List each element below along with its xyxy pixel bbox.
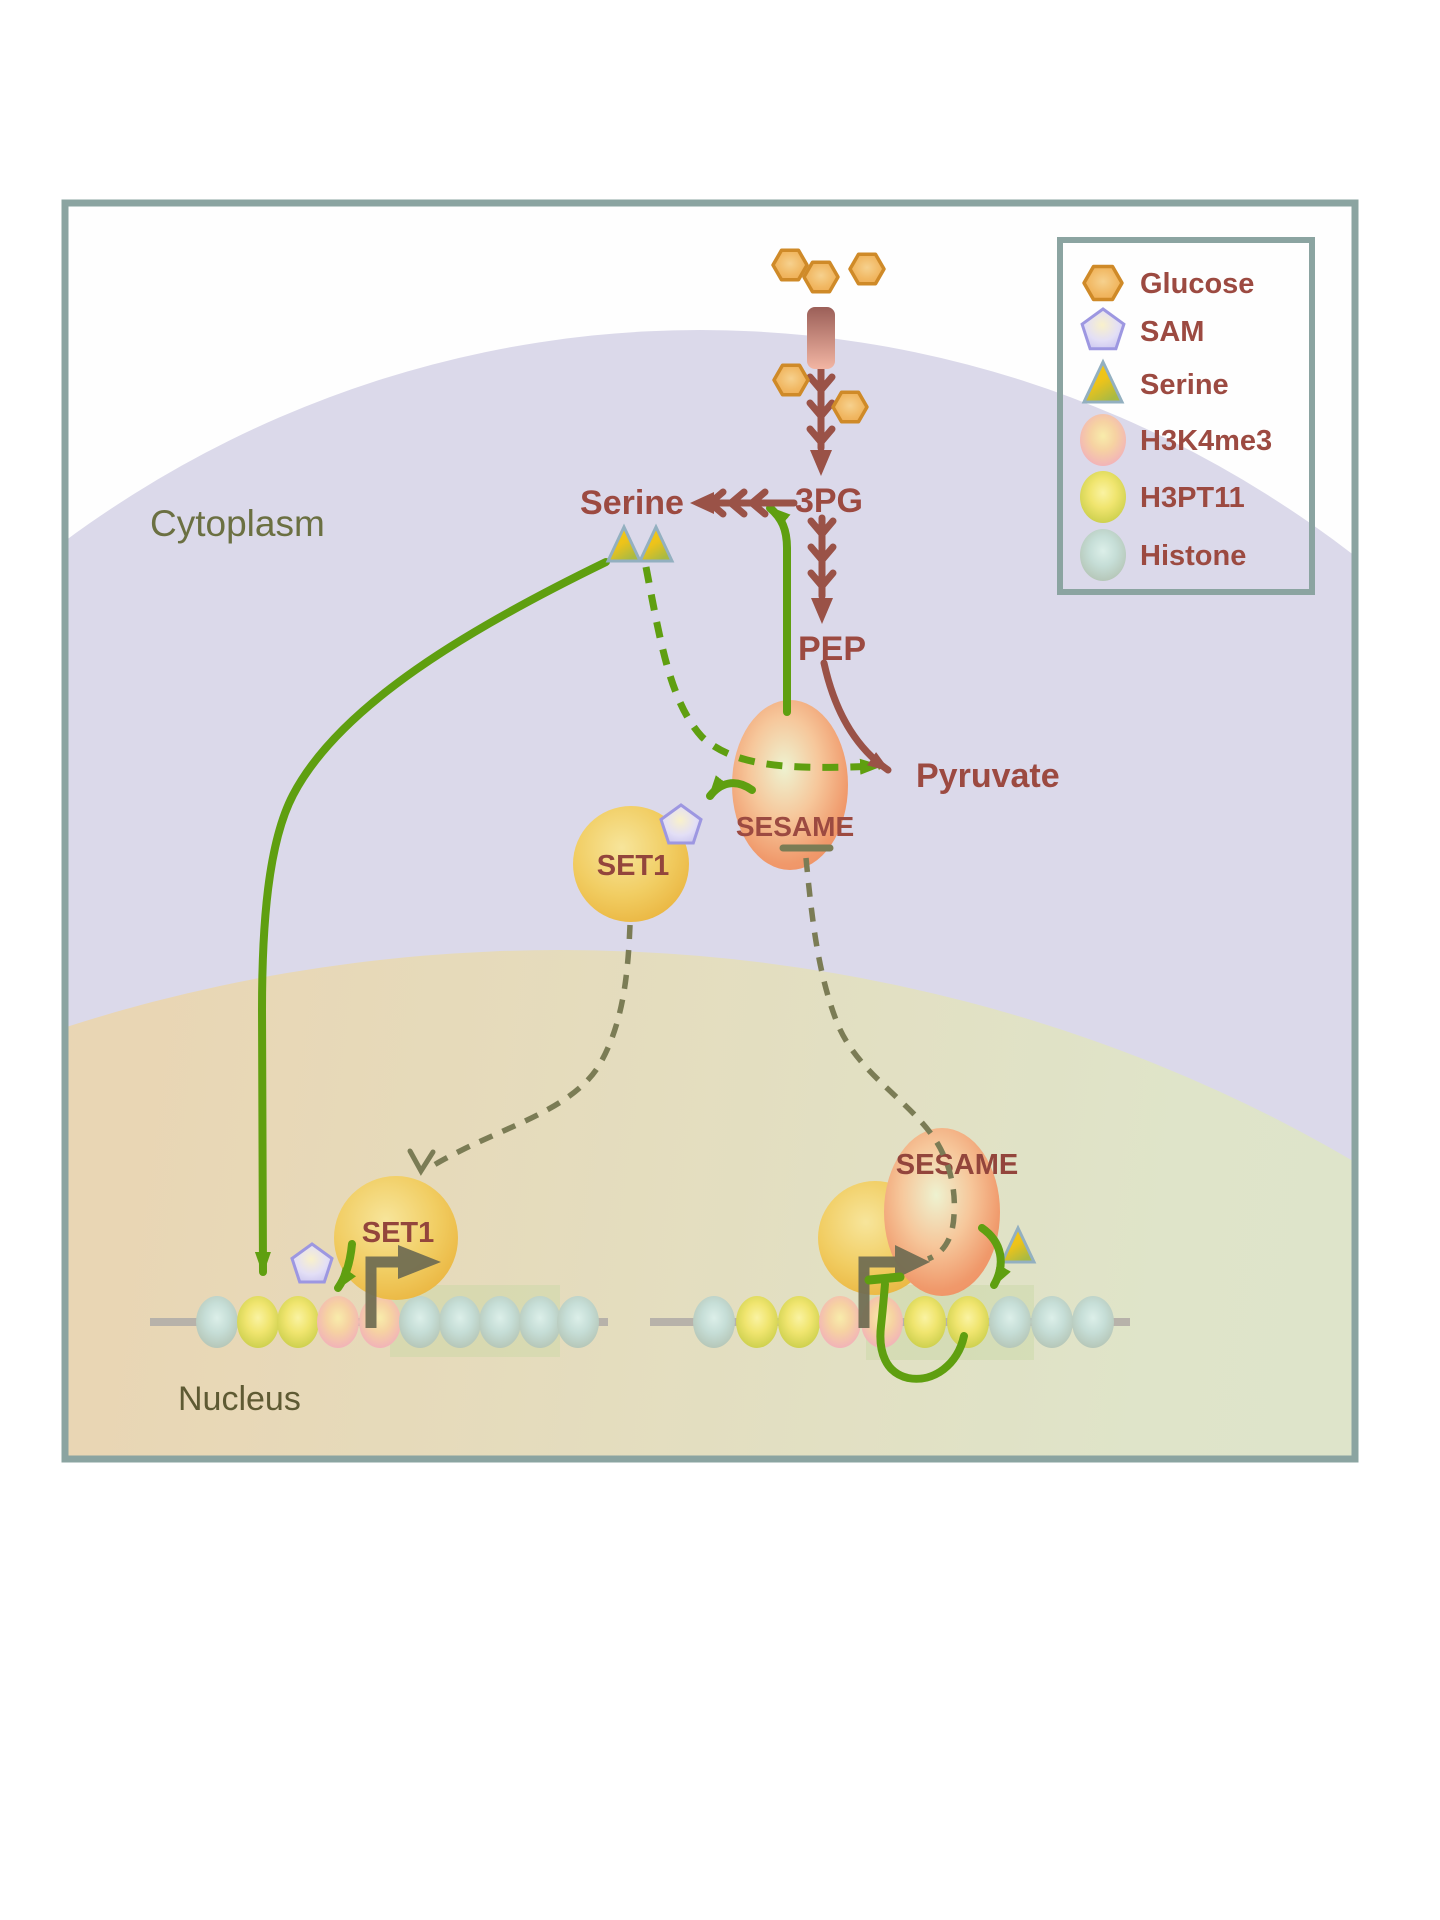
glucose-to-3pg-arrow [806,364,836,476]
histone-bead-icon [196,1296,238,1348]
glucose-hexagon-icon [772,363,810,397]
legend-label-serine: Serine [1140,369,1229,401]
h3pt11-bead-icon [736,1296,778,1348]
sesame-phosphorylation-arrow [978,1224,1011,1289]
glucose-hexagon-icon [831,390,869,424]
glucose-hexagon-icon [771,248,809,282]
histone-bead-icon [519,1296,561,1348]
legend-box [1057,237,1315,595]
sam-pentagon-icon [1080,307,1126,351]
set1-nuclear-translocation-dashed [407,924,633,1176]
histone-bead-icon [989,1296,1031,1348]
nucleosome-chain-left [150,1296,608,1348]
3pg-to-pep-arrow [807,514,837,624]
sesame-serine-synthesis-arrow [766,504,791,716]
sesame-nuclear-translocation-dashed [803,857,958,1262]
transcription-arrow-active [365,1245,441,1328]
histone-bead-icon [1031,1296,1073,1348]
glucose-hexagon-icon [848,252,886,286]
legend-label-histone: Histone [1140,540,1246,572]
sesame-cytoplasm-label: SESAME [736,811,854,842]
set1-nucleus-label: SET1 [362,1217,435,1249]
serine-triangle-icon [999,1224,1037,1264]
pep-to-pyruvate-arrow [820,659,892,774]
sam-pentagon-icon [290,1242,334,1284]
histone-bead-icon [557,1296,599,1348]
serine-to-pyruvate-dashed-arrow [642,566,883,775]
glucose-hexagon-icon [1082,264,1124,302]
inhibition-tee-icon [864,1272,905,1285]
sesame-to-sam-arrow [706,775,756,800]
serine-triangle-icon [1081,358,1125,404]
legend-label-sam: SAM [1140,316,1204,348]
h3pt11-bead-icon [237,1296,279,1348]
serine-triangle-icon [605,523,643,563]
sam-pentagon-icon [659,803,703,845]
serine-label: Serine [580,484,684,522]
legend-label-glucose: Glucose [1140,268,1254,300]
histone-bead-icon [439,1296,481,1348]
h3pt11-bead-icon [904,1296,946,1348]
transcription-arrow-repressed [858,1245,930,1328]
set1-methylation-arrow [334,1240,357,1292]
3pg-label: 3PG [795,482,863,520]
glucose-molecules [771,248,886,424]
histone-bead-icon [1080,529,1126,581]
serine-to-chromatin-arrow [254,558,610,1276]
serine-triangle-icon [637,523,675,563]
h3pt11-bead-icon [778,1296,820,1348]
h3k4me3-bead-icon [317,1296,359,1348]
cytoplasm-label: Cytoplasm [150,503,325,544]
3pg-to-serine-arrow [690,488,798,518]
h3k4me3-bead-icon [819,1296,861,1348]
pep-label: PEP [798,630,866,668]
histone-bead-icon [1072,1296,1114,1348]
set1-nucleus-body [334,1176,458,1300]
histone-bead-icon [693,1296,735,1348]
h3pt11-bead-icon [947,1296,989,1348]
histone-bead-icon [479,1296,521,1348]
serine-triangle-pair [605,523,675,563]
h3pt11-bead-icon [277,1296,319,1348]
legend-label-h3k4me3: H3K4me3 [1140,425,1272,457]
nucleus-label: Nucleus [178,1380,301,1418]
set1-cytoplasm-label: SET1 [597,850,670,882]
h3k4me3-bead-icon [359,1296,401,1348]
set1-cytoplasm-body [573,806,689,922]
histone-bead-icon [399,1296,441,1348]
legend-label-h3pt11: H3PT11 [1140,482,1245,514]
h3k4me3-bead-icon [1080,414,1126,466]
glucose-hexagon-icon [802,260,840,294]
h3pt11-bead-icon [1080,471,1126,523]
figure-frame-border [61,199,1359,1463]
sesame-cytoplasm-body [732,700,848,870]
pyruvate-label: Pyruvate [916,757,1060,795]
h3pt11-repression-loop [864,1272,968,1383]
legend: Glucose SAM Serine H3K4me3 H3PT11 Histon… [1057,237,1315,595]
nucleosome-chain-right [650,1296,1130,1348]
glucose-transporter [807,307,835,369]
sesame-nucleus-label: SESAME [896,1149,1018,1181]
